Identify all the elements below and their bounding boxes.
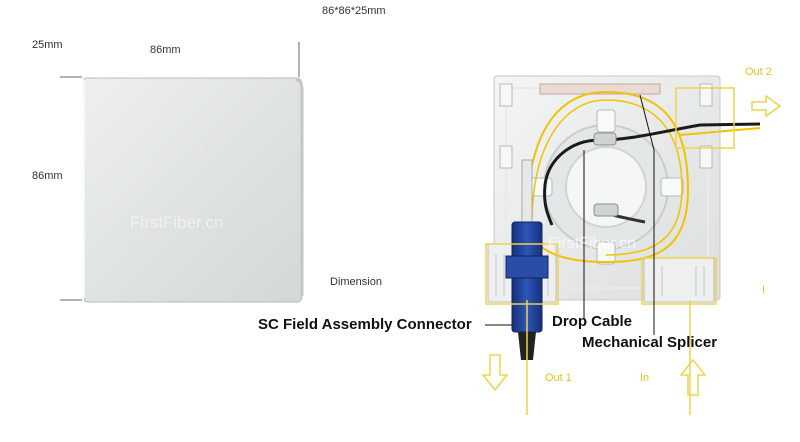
mechanical-splicer-top [593, 132, 617, 146]
right-watermark: FirstFiber.cn [548, 235, 636, 252]
spool-tab-top [596, 109, 616, 133]
spool-hub [565, 146, 647, 228]
dimension-caption: Dimension [330, 276, 382, 288]
fiber-exit [679, 127, 761, 136]
label-out2: Out 2 [745, 66, 772, 78]
top-label-plate [539, 83, 661, 95]
depth-label: 25mm [32, 39, 63, 51]
fiber-loop-inner [531, 99, 683, 256]
closed-box [60, 42, 304, 303]
label-in: In [640, 372, 650, 384]
box-edge-shade [295, 78, 304, 296]
clip-top-left [499, 83, 513, 107]
highlight-in [641, 257, 717, 305]
spool-tab-right [660, 177, 684, 197]
arrow-out1-icon [481, 354, 509, 392]
width-label: 86mm [150, 44, 181, 56]
open-box [485, 75, 761, 415]
label-drop-cable: Drop Cable [552, 313, 633, 330]
arrow-in-icon [679, 358, 707, 396]
fiber-loop-outer [526, 90, 690, 264]
leader-splicer-tip [639, 94, 655, 151]
mechanical-splicer-bottom [593, 203, 619, 217]
label-out1: Out 1 [545, 372, 572, 384]
spool-tab-bottom [596, 241, 616, 265]
highlight-out2 [675, 87, 735, 149]
left-watermark: FirstFiber.cn [130, 213, 224, 232]
connector-boot-cable [521, 159, 533, 227]
arrow-out2-icon [751, 94, 782, 118]
clip-mid-right [699, 145, 713, 169]
clip-mid-left [499, 145, 513, 169]
drop-cable [543, 138, 601, 226]
highlight-out1 [485, 243, 559, 305]
label-mechanical-splicer: Mechanical Splicer [582, 334, 718, 351]
box-cover [83, 77, 303, 303]
clip-top-right [699, 83, 713, 107]
label-marker: I [762, 284, 766, 296]
height-label: 86mm [32, 170, 63, 182]
dimensions-title: 86*86*25mm [322, 5, 386, 17]
label-sc-connector: SC Field Assembly Connector [258, 316, 472, 333]
sc-connector-collar [505, 255, 549, 279]
